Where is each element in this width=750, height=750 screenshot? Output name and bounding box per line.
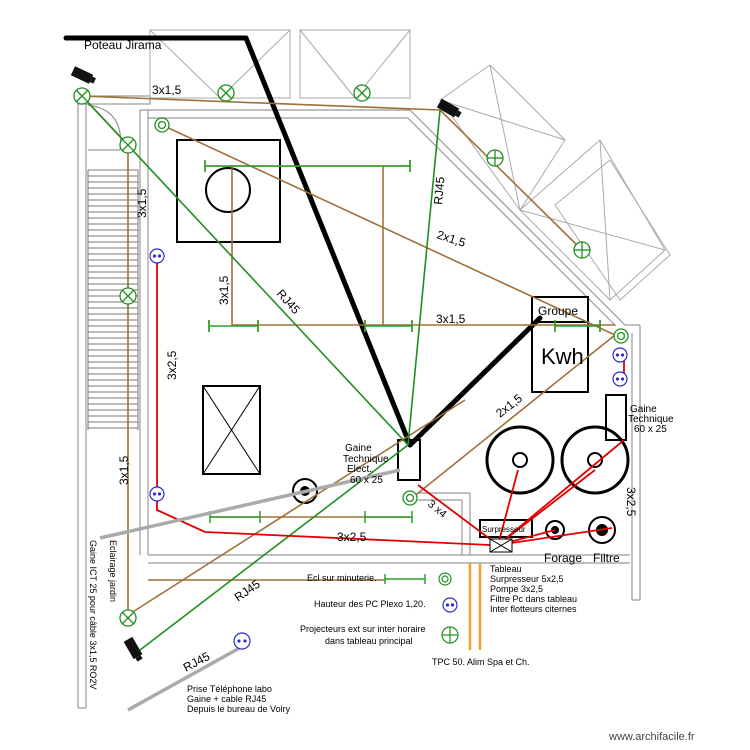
staircase — [87, 169, 139, 430]
gaine-elec-line2: Technique — [343, 454, 389, 465]
prise-tel-line1: Prise Téléphone labo — [187, 684, 272, 694]
gaine-elec-line3: Elect. — [347, 464, 372, 475]
socket-icon — [149, 248, 165, 264]
legend-wall-bar-icon — [384, 574, 426, 584]
cable-label: 3x1,5 — [217, 275, 231, 305]
prise-tel-line3: Depuis le bureau de Voiry — [187, 704, 291, 714]
gaine-technique-right-box — [605, 394, 627, 441]
projector-icon — [73, 87, 91, 105]
cable-label: 2x1,5 — [435, 228, 468, 250]
eclairage-jardin-label: Eclairage jardin — [108, 540, 118, 602]
tank-circle — [205, 167, 251, 213]
rj45-label: RJ45 — [232, 577, 263, 605]
cable-label: 3x1,5 — [135, 188, 149, 218]
socket-icon — [149, 486, 165, 502]
gaine-ict-label: Gaine ICT 25 pour câble 3x1,5 RO2V — [88, 540, 98, 689]
poteau-label: Poteau Jirama — [84, 38, 162, 52]
phone-socket-icon — [233, 632, 251, 650]
tpc-label: TPC 50. Alim Spa et Ch. — [432, 657, 530, 667]
cable-label: 3x1,5 — [117, 455, 131, 485]
main-feed-cable — [63, 35, 543, 448]
cable-label: 3x2,5 — [165, 350, 179, 380]
wall-light-icon — [402, 490, 418, 506]
camera-icon — [123, 636, 143, 662]
camera-icons — [70, 66, 462, 662]
tank-square — [176, 139, 281, 243]
camera-icon — [436, 98, 462, 118]
legend-tableau-line5: Inter flotteurs citernes — [490, 604, 577, 614]
legend-socket-icon — [442, 597, 458, 613]
legend-hauteur-text: Hauteur des PC Plexo 1,20. — [314, 599, 426, 609]
socket-icons — [149, 248, 628, 650]
cable-label: 3x1,5 — [436, 312, 466, 326]
walls — [77, 95, 641, 709]
socket-icon — [612, 347, 628, 363]
cable-label: 2x1,5 — [493, 391, 525, 420]
cable-label: 3x2,5 — [337, 530, 367, 544]
kwh-label: Kwh — [541, 344, 584, 369]
tank-right-big — [560, 425, 630, 495]
wall-light-icon — [486, 149, 504, 167]
filtre-label: Filtre — [593, 551, 620, 565]
watermark: www.archifacile.fr — [608, 731, 695, 743]
gaine-elec-line4: 60 x 25 — [350, 475, 383, 486]
projector-icon — [119, 287, 137, 305]
cable-label: 3 x4 — [425, 498, 449, 521]
wall-light-bars — [204, 160, 601, 523]
cable-label: 3x1,5 — [152, 83, 182, 97]
wall-light-icon — [613, 328, 629, 344]
prise-tel-line2: Gaine + cable RJ45 — [187, 694, 266, 704]
gaine-right-line1: Gaine — [630, 404, 657, 415]
legend-projecteurs-line1: Projecteurs ext sur inter horaire — [300, 624, 426, 634]
legend-wall-light-icon — [438, 572, 452, 586]
tableau-symbol — [489, 538, 513, 553]
camera-icon — [70, 66, 96, 84]
legend-tableau-line2: Surpresseur 5x2,5 — [490, 574, 564, 584]
wall-light-icons — [154, 117, 629, 506]
gaine-right-line2: Technique — [628, 414, 674, 425]
wall-light-icon — [154, 117, 170, 133]
legend-projecteurs-line2: dans tableau principal — [325, 636, 413, 646]
legend-tableau-line3: Pompe 3x2,5 — [490, 584, 543, 594]
legend: Ecl sur minuterie. Hauteur des PC Plexo … — [300, 564, 577, 646]
socket-icon — [612, 371, 628, 387]
projector-icon — [119, 136, 137, 154]
tpc-conduit — [468, 563, 482, 650]
wall-light-icon — [573, 241, 591, 259]
surpresseur-label: Surpresseur — [482, 525, 526, 534]
windows — [149, 29, 671, 301]
cabinet-cross — [202, 385, 261, 475]
legend-projector-icon — [441, 626, 459, 644]
groupe-label: Groupe — [538, 304, 578, 318]
projector-icons — [73, 84, 371, 627]
legend-tableau-line1: Tableau — [490, 564, 522, 574]
power-cables — [156, 262, 625, 546]
forage-label: Forage — [544, 551, 582, 565]
projector-icon — [353, 84, 371, 102]
rj45-cables — [81, 95, 441, 651]
projector-icon — [119, 609, 137, 627]
legend-tableau-line4: Filtre Pc dans tableau — [490, 594, 577, 604]
rj45-label: RJ45 — [274, 287, 303, 317]
gaine-elec-line1: Gaine — [345, 443, 372, 454]
filtre-unit — [588, 516, 616, 544]
rj45-label: RJ45 — [431, 176, 447, 205]
forage-well — [545, 520, 565, 540]
projector-icon — [217, 84, 235, 102]
cable-labels: Poteau Jirama 3x1,5 3x1,5 3x1,5 3x1,5 3x… — [84, 38, 674, 714]
tank-left-big — [485, 425, 555, 495]
cable-label: 3x2,5 — [624, 487, 638, 517]
gaine-right-line3: 60 x 25 — [634, 424, 667, 435]
legend-ecl-text: Ecl sur minuterie. — [307, 573, 377, 583]
conduits — [99, 468, 401, 712]
surpresseur-box — [479, 519, 533, 538]
